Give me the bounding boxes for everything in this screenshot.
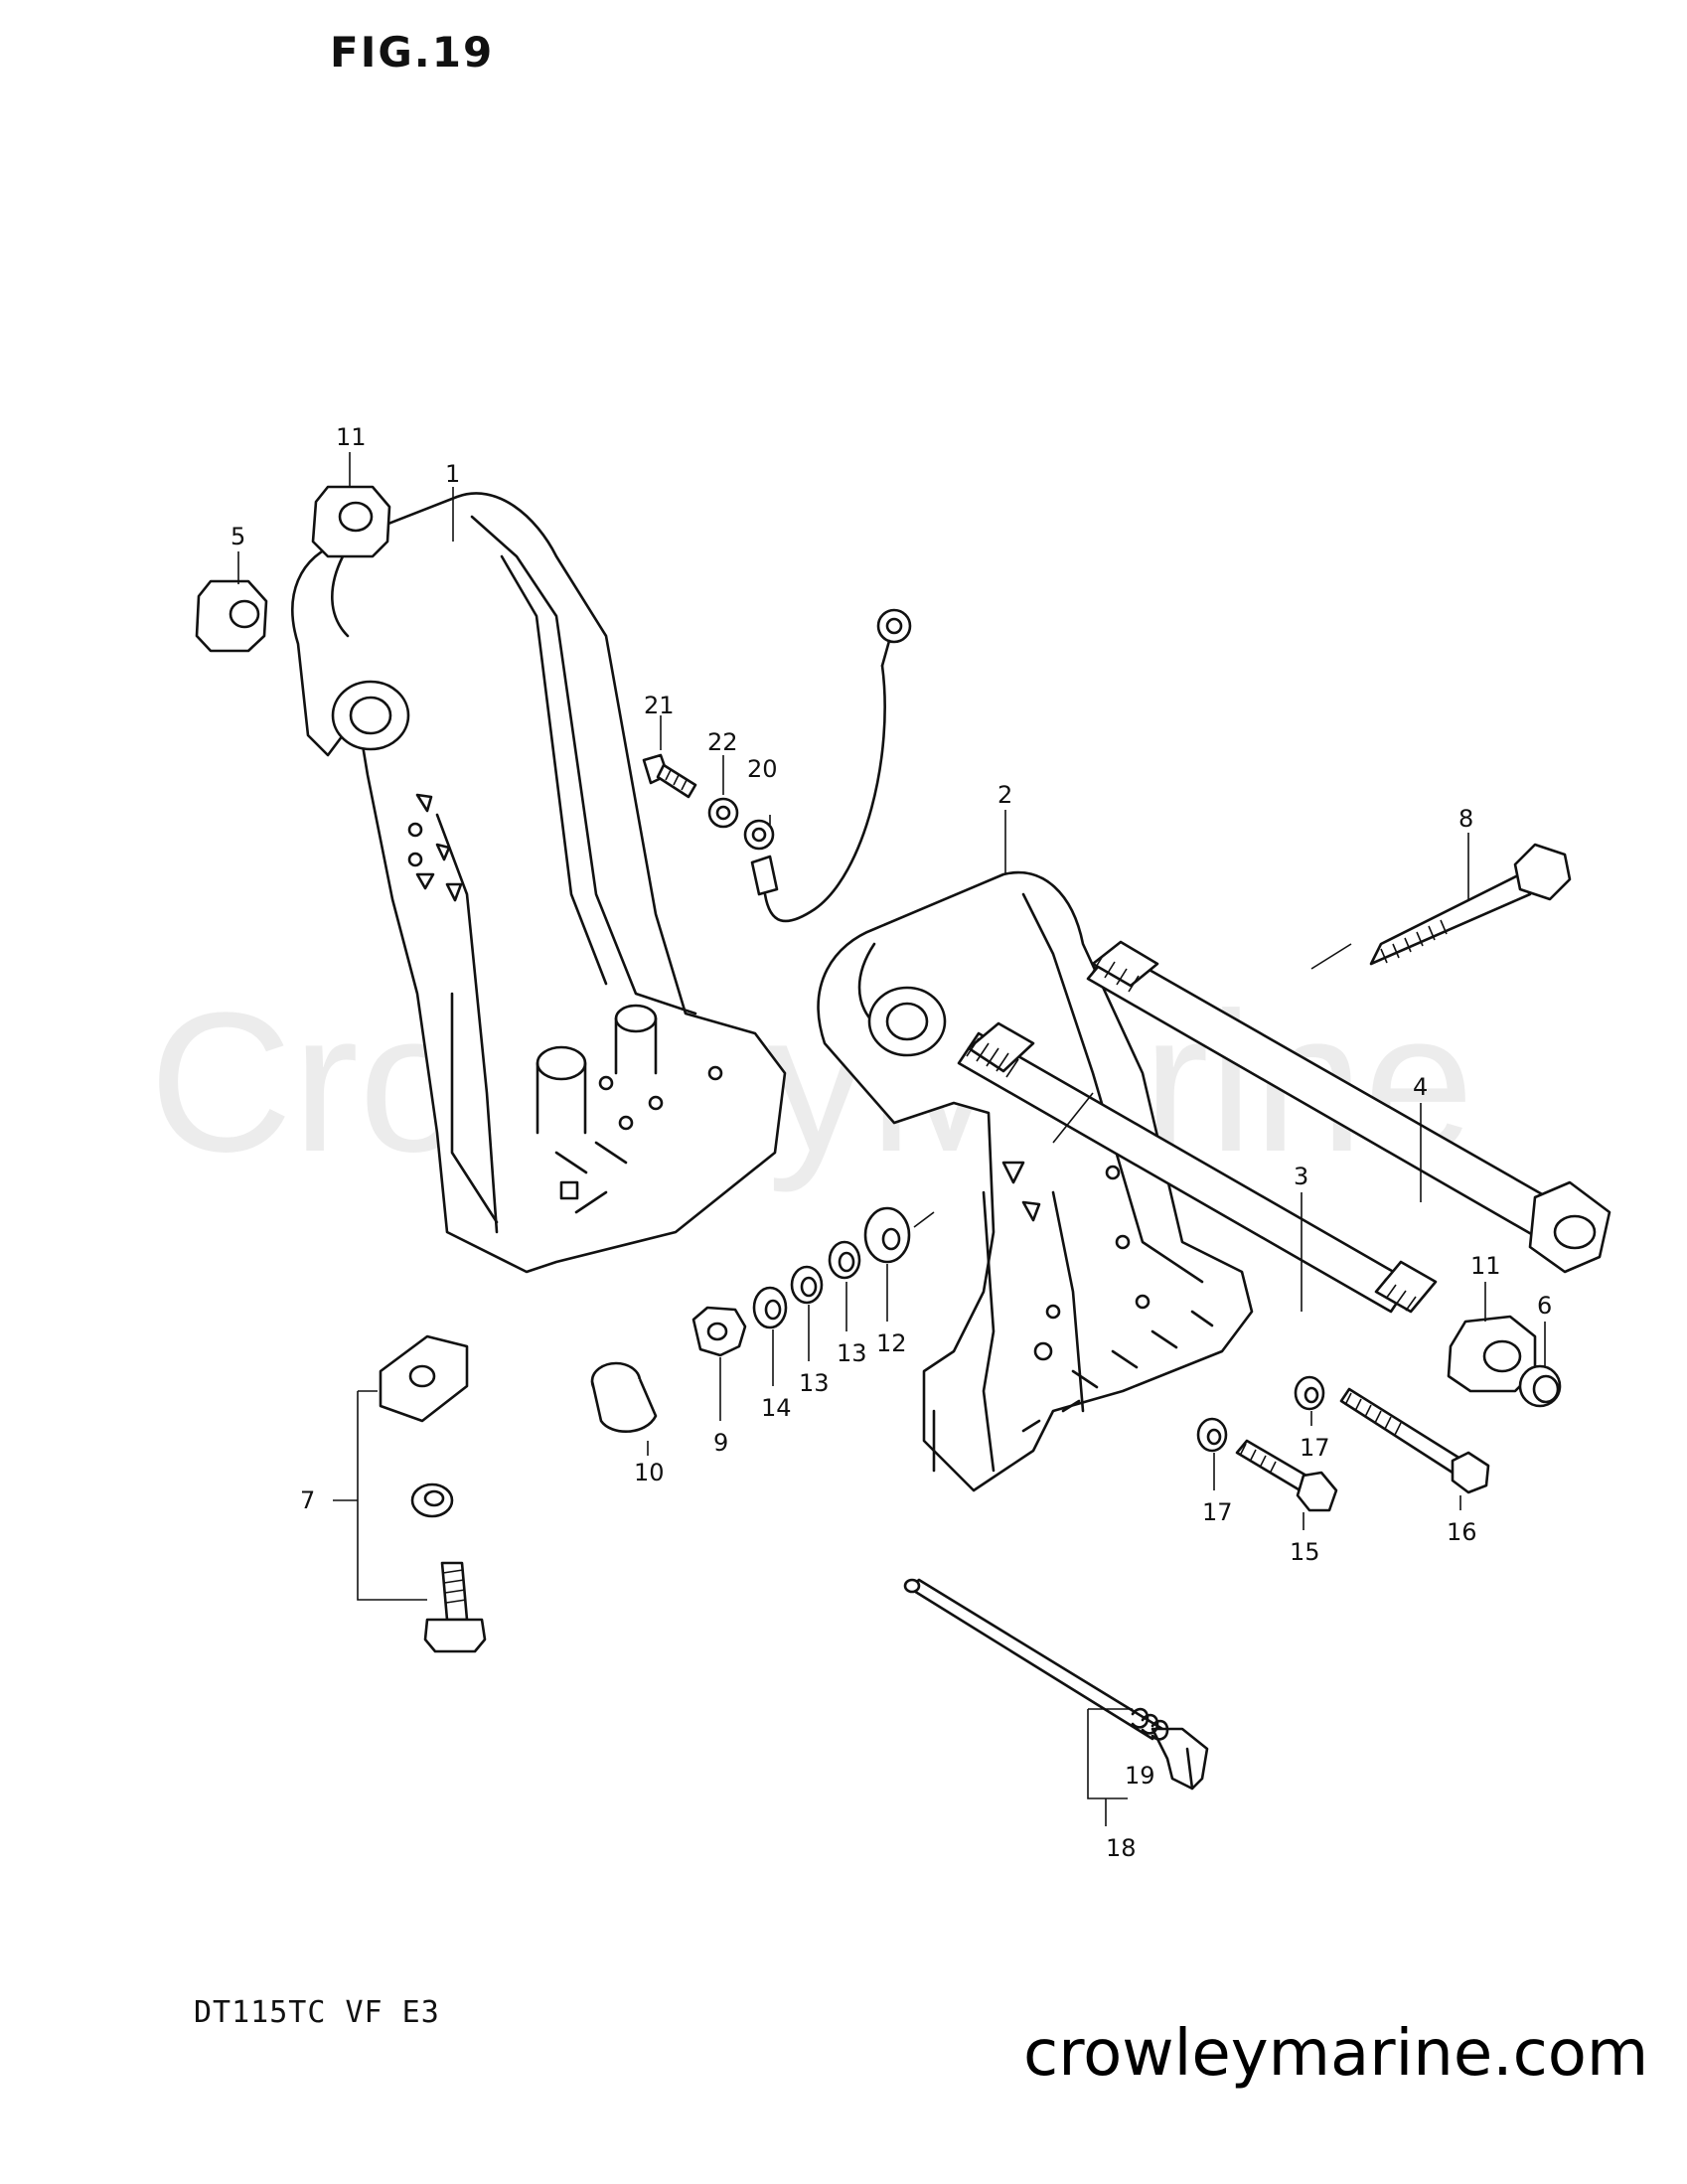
washer-13a — [790, 1265, 824, 1305]
bolt-16 — [1339, 1387, 1490, 1494]
bolt-15 — [1235, 1439, 1338, 1512]
callout-8: 8 — [1458, 805, 1473, 833]
washer-17-upper — [1294, 1375, 1325, 1411]
nut-5 — [195, 579, 268, 653]
model-code: DT115TC VF E3 — [194, 1995, 440, 2030]
callout-18: 18 — [1106, 1834, 1137, 1862]
callout-4: 4 — [1413, 1073, 1428, 1101]
callout-14: 14 — [761, 1394, 792, 1422]
screw-7 — [423, 1561, 487, 1653]
washer-17-lower — [1196, 1417, 1228, 1453]
callout-11-top: 11 — [336, 423, 367, 451]
nut-9 — [691, 1306, 747, 1357]
figure-title: FIG.19 — [330, 28, 495, 77]
callout-13-right: 13 — [837, 1339, 867, 1367]
bolt-8 — [1369, 843, 1572, 966]
washer-14 — [752, 1286, 788, 1329]
washer-7 — [410, 1482, 454, 1518]
bushing-6 — [1518, 1364, 1562, 1408]
tilt-tube-3 — [957, 1021, 1438, 1314]
washer-22 — [707, 797, 739, 829]
bolt-21 — [642, 753, 697, 799]
anode-plate-7 — [379, 1334, 469, 1423]
callout-22: 22 — [707, 728, 738, 756]
callout-2: 2 — [997, 781, 1012, 809]
callout-11-right: 11 — [1470, 1252, 1501, 1280]
callout-5: 5 — [230, 523, 245, 550]
site-url: crowleymarine.com — [1023, 2017, 1649, 2091]
callout-7: 7 — [300, 1486, 315, 1514]
washer-13b — [828, 1240, 861, 1280]
tilt-tube-4 — [1086, 940, 1611, 1274]
callout-10: 10 — [634, 1459, 665, 1486]
callout-21: 21 — [644, 692, 675, 719]
callout-17-upper: 17 — [1300, 1434, 1330, 1462]
nut-11-top — [311, 485, 391, 558]
callout-1: 1 — [445, 460, 460, 488]
washer-12 — [863, 1206, 911, 1264]
callout-9: 9 — [713, 1429, 728, 1457]
callout-20: 20 — [747, 755, 778, 783]
clamp-bracket-left — [291, 492, 787, 1274]
spring-19 — [1131, 1707, 1169, 1741]
callout-16: 16 — [1447, 1518, 1477, 1546]
callout-3: 3 — [1294, 1163, 1308, 1190]
watermark: CrowleyMarine — [149, 972, 1474, 1193]
callout-12: 12 — [876, 1329, 907, 1357]
clamp-bracket-right — [817, 870, 1254, 1492]
lead-wire-20 — [743, 608, 912, 923]
callout-17-lower: 17 — [1202, 1498, 1233, 1526]
callout-6: 6 — [1537, 1292, 1552, 1320]
leader-lines — [237, 452, 1546, 1826]
callout-19: 19 — [1125, 1762, 1155, 1790]
tilt-pin-18 — [903, 1578, 1209, 1791]
callout-15: 15 — [1290, 1538, 1320, 1566]
callout-13-left: 13 — [799, 1369, 830, 1397]
bushing-10 — [590, 1361, 658, 1433]
